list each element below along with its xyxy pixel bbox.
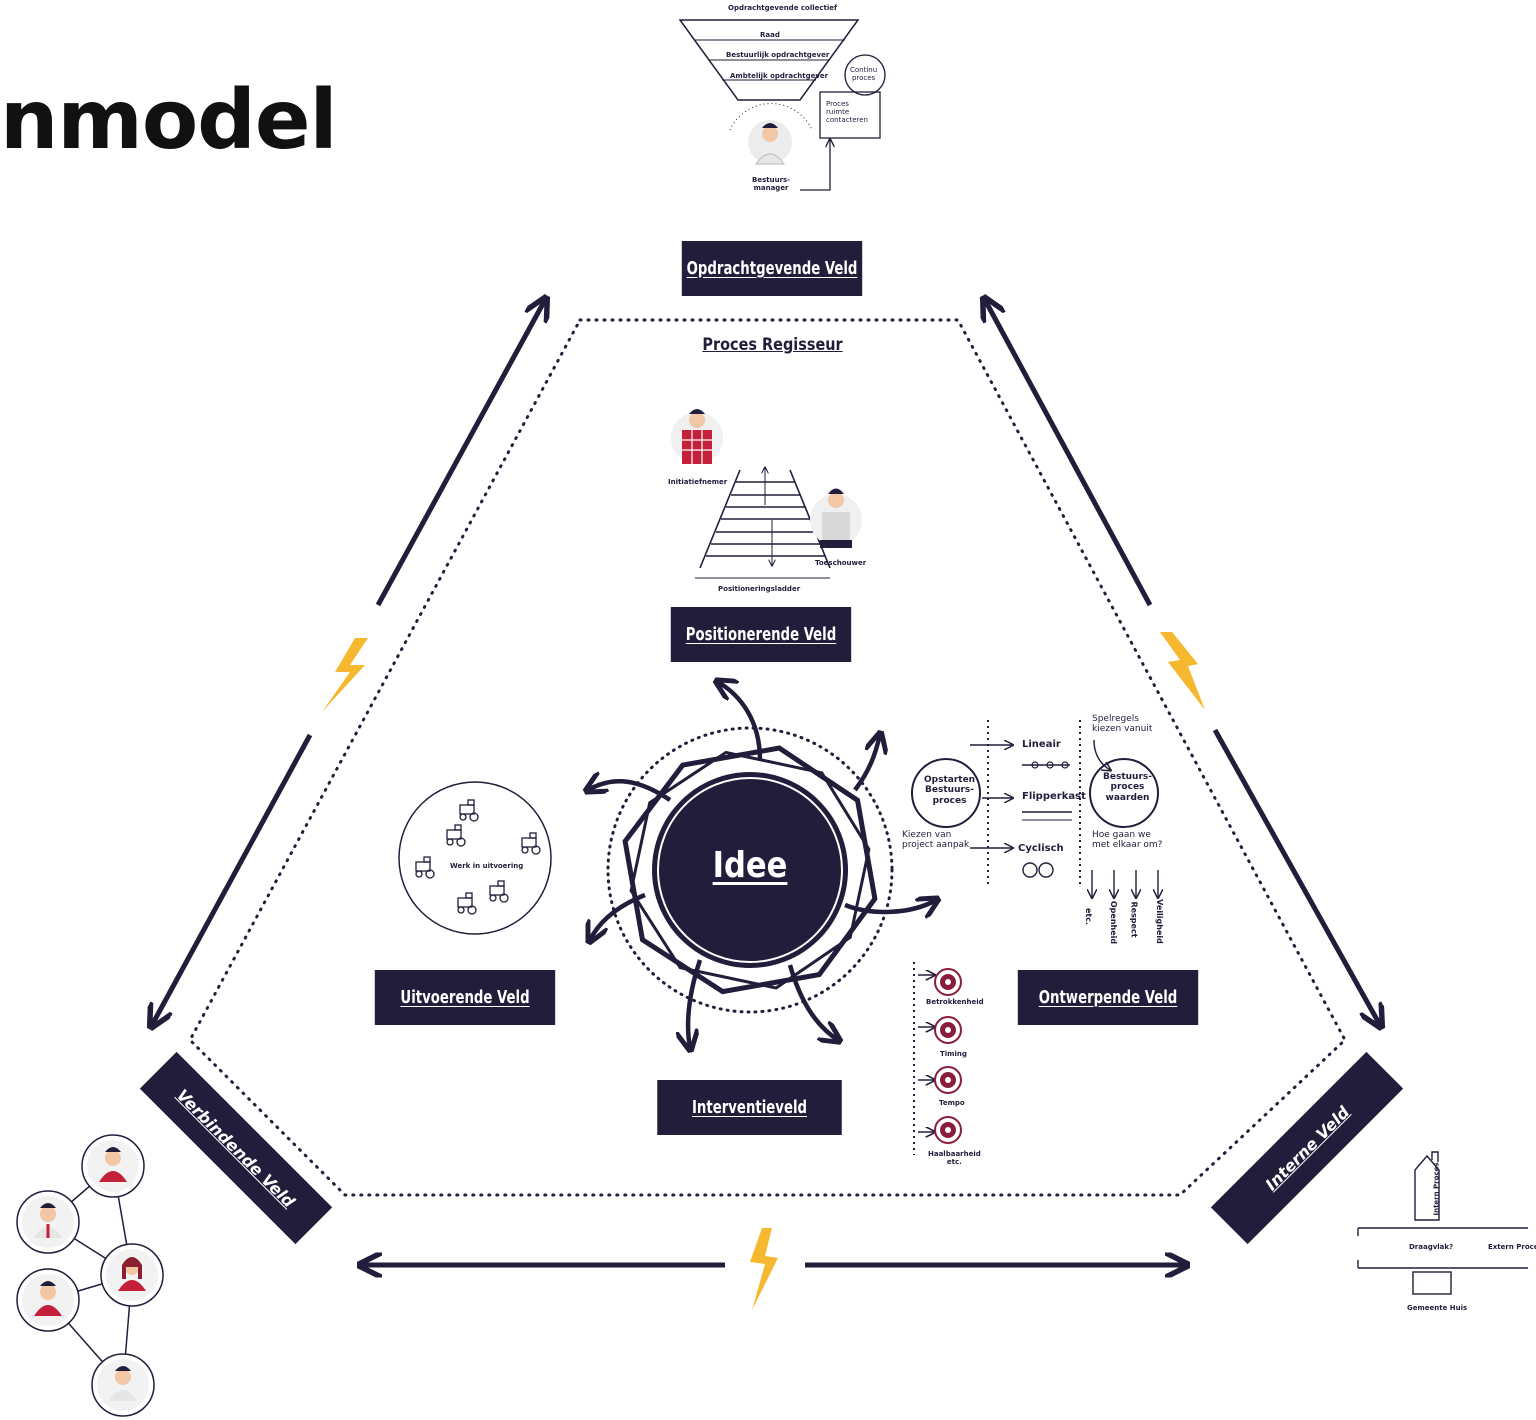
intervention-targets bbox=[913, 962, 962, 1155]
lightning-icon-bottom bbox=[750, 1228, 778, 1310]
arrow-right-lower bbox=[1212, 728, 1380, 1025]
positioning-ladder bbox=[695, 468, 831, 579]
value-respect: Respect bbox=[1129, 901, 1139, 938]
value-veiligheid: Veiligheid bbox=[1154, 899, 1164, 944]
field-interventie: Interventieveld bbox=[657, 1080, 842, 1135]
initiator-label: Initiatiefnemer bbox=[668, 478, 728, 486]
intervention-haalbaarheid: Haalbaarheid etc. bbox=[928, 1150, 981, 1166]
how-label: Hoe gaan we met elkaar om? bbox=[1092, 830, 1163, 851]
funnel-level-2: Raad bbox=[760, 31, 780, 39]
loop-label: Continu proces bbox=[850, 66, 878, 82]
town-hall-label: Gemeente Huis bbox=[1407, 1304, 1468, 1312]
field-interventie-label: Interventieveld bbox=[691, 1097, 808, 1118]
lightning-icon-right bbox=[1160, 632, 1205, 710]
idea-arrows bbox=[588, 682, 936, 1048]
observer-label: Toeschouwer bbox=[815, 559, 867, 567]
option-flipperkast: Flipperkast bbox=[1022, 791, 1086, 802]
funnel-level-3: Bestuurlijk opdrachtgever bbox=[726, 51, 830, 59]
idea-label: Idee bbox=[712, 845, 788, 886]
option-lineair: Lineair bbox=[1022, 739, 1061, 750]
field-ontwerpend-label: Ontwerpende Veld bbox=[1038, 987, 1178, 1008]
arrow-left-lower bbox=[152, 733, 313, 1025]
observer-avatar bbox=[810, 488, 862, 548]
lightning-icon-left bbox=[322, 638, 368, 712]
network-diagram bbox=[16, 1134, 164, 1417]
arrow-opdracht-right bbox=[985, 300, 1153, 607]
process-boundary bbox=[188, 318, 1347, 1197]
ladder-caption: Positioneringsladder bbox=[718, 585, 801, 593]
start-process-label: Opstarten Bestuurs- proces bbox=[924, 775, 976, 806]
intervention-betrokkenheid: Betrokkenheid bbox=[926, 998, 984, 1006]
funnel-level-4: Ambtelijk opdrachtgever bbox=[730, 72, 829, 80]
value-openheid: Openheid bbox=[1109, 900, 1119, 945]
execution-label: Werk in uitvoering bbox=[450, 862, 524, 870]
internal-process-label: Intern Proces bbox=[1432, 1162, 1441, 1216]
choose-approach-label: Kiezen van project aanpak bbox=[902, 830, 970, 851]
field-positionerend-label: Positionerende Veld bbox=[685, 624, 837, 645]
support-question-label: Draagvlak? bbox=[1409, 1243, 1454, 1251]
field-uitvoerend: Uitvoerende Veld bbox=[374, 970, 556, 1025]
manager-label: Bestuurs- manager bbox=[752, 176, 791, 192]
arrow-opdracht-left bbox=[375, 300, 545, 607]
internal-process-diagram bbox=[1357, 1151, 1528, 1295]
loop-box-label: Proces ruimte contacteren bbox=[826, 100, 868, 124]
idea-core bbox=[606, 726, 894, 1014]
value-etc: etc. bbox=[1084, 907, 1094, 926]
process-director-label: Proces Regisseur bbox=[702, 335, 843, 355]
initiator-avatar bbox=[671, 409, 723, 464]
external-process-label: Extern Proces bbox=[1488, 1243, 1536, 1251]
field-opdrachtgevend-label: Opdrachtgevende Veld bbox=[686, 258, 858, 279]
option-cyclisch: Cyclisch bbox=[1018, 843, 1064, 854]
rules-label: Spelregels kiezen vanuit bbox=[1092, 714, 1153, 735]
tractor-icons bbox=[415, 799, 541, 915]
intervention-tempo: Tempo bbox=[939, 1099, 965, 1107]
execution-circle bbox=[398, 781, 552, 935]
funnel-level-1: Opdrachtgevende collectief bbox=[728, 4, 838, 12]
funnel-diagram bbox=[678, 19, 886, 191]
intervention-timing: Timing bbox=[940, 1050, 967, 1058]
field-uitvoerend-label: Uitvoerende Veld bbox=[400, 987, 530, 1008]
field-ontwerpend: Ontwerpende Veld bbox=[1017, 970, 1199, 1025]
design-diagram bbox=[911, 720, 1158, 897]
process-values-label: Bestuurs- proces waarden bbox=[1103, 772, 1152, 803]
field-opdrachtgevend: Opdrachtgevende Veld bbox=[681, 241, 863, 296]
page-title: nmodel bbox=[0, 73, 338, 168]
field-positionerend: Positionerende Veld bbox=[670, 607, 852, 662]
manager-avatar bbox=[748, 120, 792, 165]
